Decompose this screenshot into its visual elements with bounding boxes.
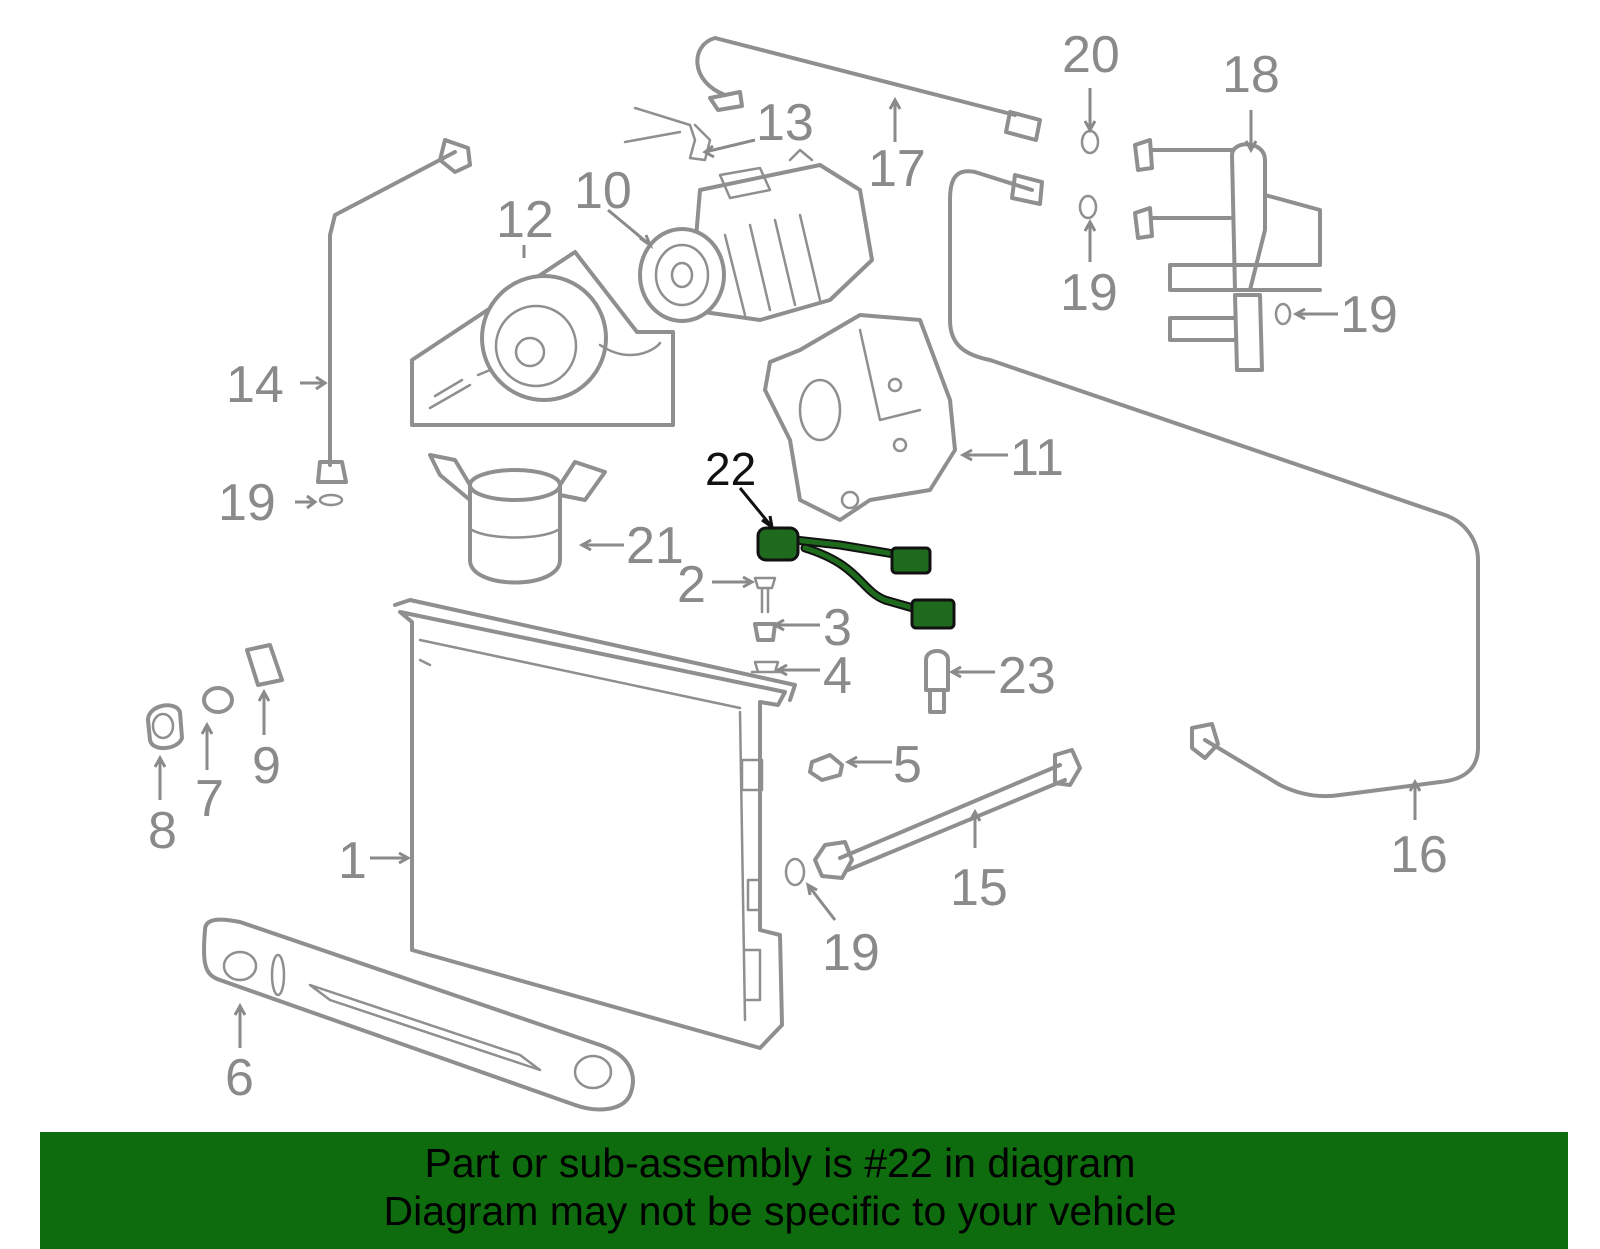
label-1: 1 [338, 832, 367, 890]
label-12: 12 [496, 191, 554, 249]
part-18-expansion-valve [1133, 138, 1322, 372]
part-fasteners-2-3-4 [750, 576, 784, 674]
label-19-left: 19 [218, 474, 276, 532]
label-19-right: 19 [1340, 286, 1398, 344]
label-19-bottom: 19 [822, 924, 880, 982]
label-11: 11 [1010, 429, 1064, 487]
label-13: 13 [756, 94, 814, 152]
label-7: 7 [195, 770, 224, 828]
callout-labels: 20 18 13 17 10 12 19 19 14 11 22 19 21 2… [148, 26, 1448, 1107]
label-4: 4 [823, 647, 852, 705]
part-23-switch [924, 649, 950, 714]
label-23: 23 [998, 647, 1056, 705]
part-10-compressor [638, 148, 874, 323]
banner-line-2: Diagram may not be specific to your vehi… [383, 1188, 1177, 1234]
label-3: 3 [823, 599, 852, 657]
part-21-receiver-drier [428, 453, 607, 585]
part-6-tie-bar [201, 917, 635, 1112]
part-17-ac-line [695, 36, 1042, 142]
part-13-sensor [623, 106, 712, 162]
info-banner-background [40, 1132, 1568, 1249]
label-9: 9 [252, 737, 281, 795]
label-22: 22 [705, 443, 756, 495]
label-8: 8 [148, 802, 177, 860]
part-5-clip [808, 753, 844, 782]
banner-line-1: Part or sub-assembly is #22 in diagram [424, 1140, 1136, 1186]
label-18: 18 [1222, 46, 1280, 104]
label-10: 10 [574, 162, 632, 220]
part-11-bracket [763, 313, 957, 522]
part-14-pipe [316, 138, 472, 507]
label-16: 16 [1390, 826, 1448, 884]
part-15-pipe [813, 748, 1082, 880]
label-19-top: 19 [1060, 264, 1118, 322]
label-17: 17 [868, 140, 926, 198]
part-1-condenser [393, 598, 797, 1050]
label-6: 6 [225, 1049, 254, 1107]
part-16-pipe [948, 169, 1480, 799]
label-5: 5 [893, 736, 922, 794]
label-21: 21 [626, 517, 684, 575]
part-bushings-7-8-9 [146, 643, 284, 750]
info-banner: Part or sub-assembly is #22 in diagram D… [40, 1132, 1568, 1249]
leader-lines [153, 88, 1422, 1048]
label-2: 2 [677, 556, 706, 614]
label-15: 15 [950, 859, 1008, 917]
label-20: 20 [1062, 26, 1120, 84]
part-12-clutch-assembly [410, 250, 675, 427]
label-14: 14 [226, 356, 284, 414]
part-22-wiring-harness [756, 526, 956, 630]
